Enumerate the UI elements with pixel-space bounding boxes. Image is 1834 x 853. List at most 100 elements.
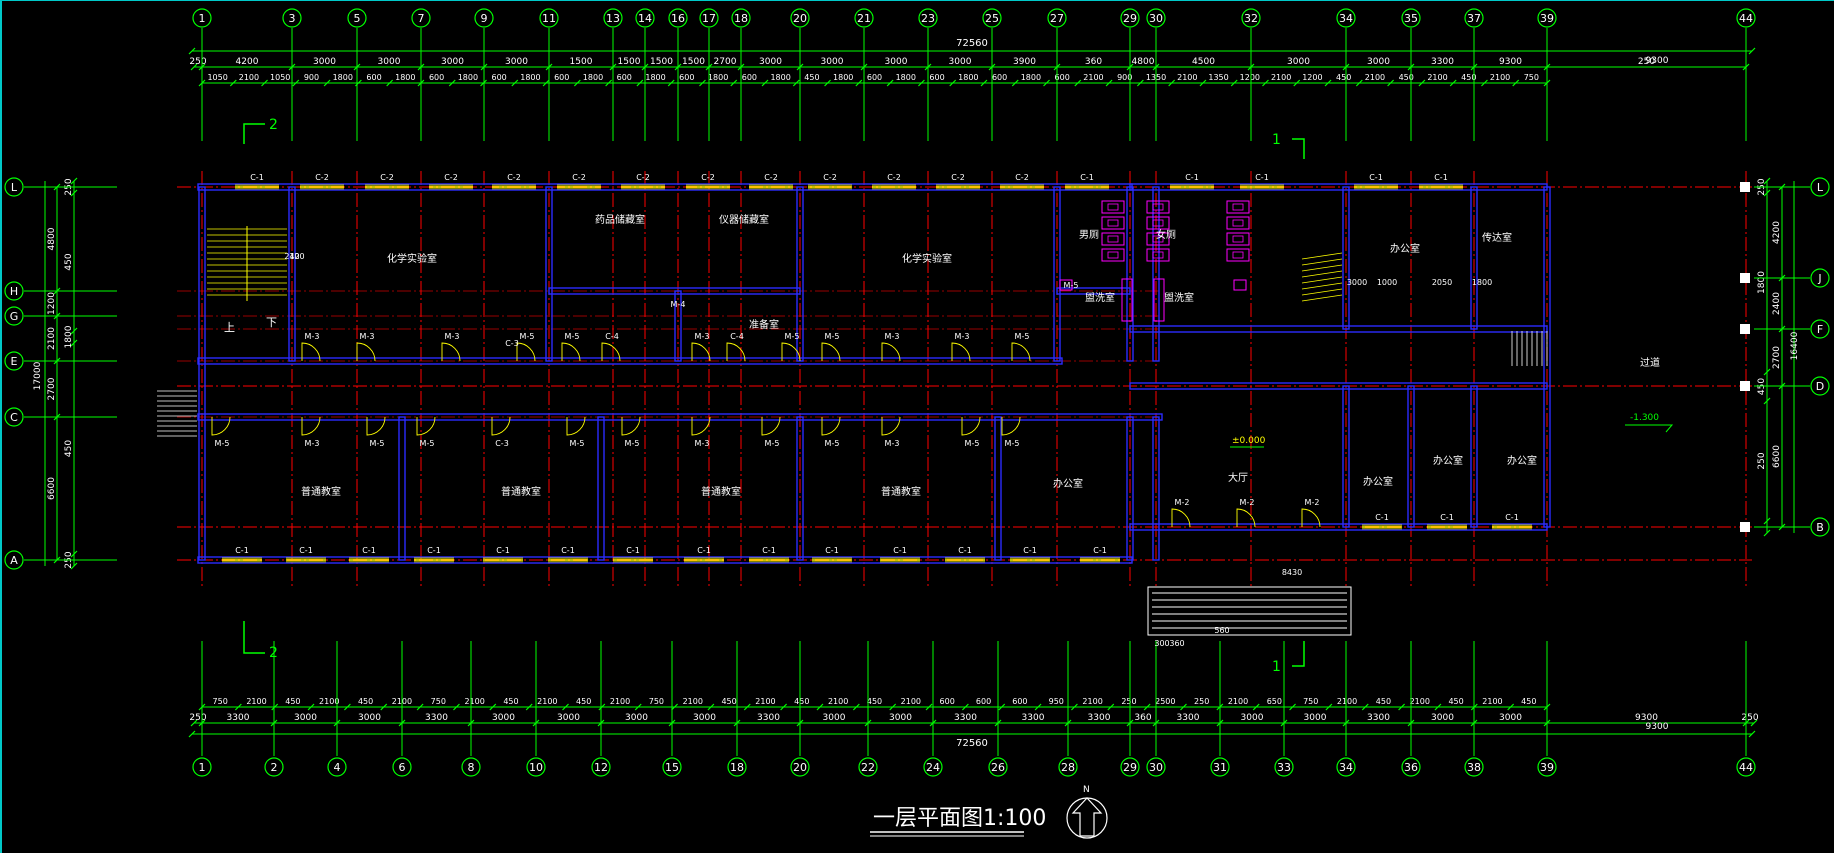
top-dim-row1-text: 3000 (378, 57, 401, 67)
bottom-dim-row2-text: 3000 (1499, 713, 1522, 723)
bottom-dim-row2-text: 3000 (1304, 713, 1327, 723)
bottom-dim-row1-text: 2100 (683, 697, 703, 706)
window-label: C-1 (496, 546, 510, 555)
top-dim-row2-tick (1262, 79, 1269, 87)
top-dim-row2-text: 1350 (1208, 73, 1228, 82)
window-label: C-2 (444, 173, 458, 182)
stair-tread (1301, 270, 1343, 278)
axis-bubble-bottom (192, 757, 212, 777)
bottom-dim-row1-tick (307, 703, 315, 711)
bottom-dim-row1-tick (1071, 703, 1078, 711)
door-swing (301, 416, 321, 436)
axis-label-top: 9 (481, 12, 488, 25)
door-swing (211, 416, 231, 436)
stair-tread (1301, 276, 1343, 284)
wall-segment-h (197, 413, 1163, 421)
window-label: C-1 (1255, 173, 1269, 182)
door-swing (691, 342, 711, 362)
wall-segment-v (1126, 186, 1134, 362)
right-end-dim-bottom: 9300 (1646, 722, 1669, 732)
top-dim-row2-tick (1355, 79, 1363, 87)
wall-segment-h (1129, 325, 1548, 333)
top-dim-row2-text: 600 (679, 73, 694, 82)
axis-label-right: L (1817, 181, 1824, 194)
door-label: M-3 (955, 332, 970, 341)
room-label-office-n1: 办公室 (1390, 242, 1420, 255)
top-dim-row2-text: 450 (1461, 73, 1476, 82)
room-label-instrument-store: 仪器储藏室 (719, 213, 769, 226)
toilet-fixture (1152, 219, 1164, 227)
top-dim-row1-text: 4500 (1192, 57, 1215, 67)
bottom-dim-row1-text: 450 (503, 697, 518, 706)
bottom-dim-row1-text: 2100 (246, 697, 266, 706)
bottom-dim-row1-text: 2100 (464, 697, 484, 706)
top-dim-row2-text: 600 (992, 73, 1007, 82)
misc-label: 3000 (1347, 278, 1367, 287)
bottom-dim-row1-tick (1289, 703, 1296, 711)
axis-bubble-top (411, 8, 431, 28)
wall-segment-v (597, 416, 605, 561)
bottom-dim-row1-tick (816, 703, 824, 711)
room-label-prep-room: 准备室 (749, 318, 779, 331)
axis-bubble-bottom (327, 757, 347, 777)
top-dim-row2-text: 1800 (520, 73, 540, 82)
door-swing (566, 416, 586, 436)
stair-tread (1301, 294, 1343, 302)
door-swing (356, 342, 376, 362)
axis-label-top: 14 (638, 12, 652, 25)
section-mark-2-top-label: 2 (269, 117, 278, 133)
wall-segment-v (1470, 186, 1478, 330)
axis-bubble-right (1810, 376, 1830, 396)
door-label: M-2 (1305, 498, 1320, 507)
left-sub-dim-tick (70, 327, 78, 335)
axis-bubble-bottom (988, 757, 1008, 777)
top-dim-row2-tick (573, 79, 581, 87)
room-label-office-s2: 办公室 (1363, 475, 1393, 488)
misc-label: 8430 (1282, 568, 1302, 577)
toilet-stall (1226, 248, 1250, 262)
bottom-dim-row1-text: 750 (649, 697, 664, 706)
window-label: C-2 (507, 173, 521, 182)
window-label: C-2 (380, 173, 394, 182)
top-dim-row2-tick (1293, 79, 1301, 87)
bottom-dim-row1-tick (562, 703, 569, 711)
wall-segment-v (1342, 385, 1350, 528)
top-dim-row2-tick (886, 79, 894, 87)
axis-bubble-left (4, 177, 24, 197)
window-label: C-2 (636, 173, 650, 182)
door-label: C-4 (605, 332, 619, 341)
bottom-dim-row1-text: 450 (285, 697, 300, 706)
window-label: C-1 (1093, 546, 1107, 555)
axis-label-bottom: 29 (1123, 761, 1137, 774)
left-sub-dim-text: 1800 (64, 325, 74, 348)
axis-bubble-bottom (727, 757, 747, 777)
top-dim-row2-tick (1324, 79, 1332, 87)
door-swing (601, 342, 621, 362)
window-label: C-2 (572, 173, 586, 182)
door-label: M-5 (825, 332, 840, 341)
axis-label-bottom: 30 (1149, 761, 1163, 774)
bottom-dim-row1-text: 2100 (1082, 697, 1102, 706)
bottom-dim-row1-text: 250 (1194, 697, 1209, 706)
axis-label-top: 25 (985, 12, 999, 25)
window-label: C-2 (1015, 173, 1029, 182)
bottom-dim-row1-tick (925, 703, 933, 711)
top-dim-row2-tick (1387, 79, 1395, 87)
axis-label-top: 21 (857, 12, 871, 25)
axis-bubble-top (1736, 8, 1756, 28)
top-dim-row2-tick (323, 79, 331, 87)
axis-bubble-bottom (1537, 757, 1557, 777)
window-label: C-1 (825, 546, 839, 555)
room-label-wash-room-1: 盥洗室 (1085, 291, 1115, 304)
top-dim-row2-tick (1418, 79, 1426, 87)
door-label: M-3 (445, 332, 460, 341)
urinal (1153, 278, 1165, 322)
axis-bubble-bottom (1120, 757, 1140, 777)
door-swing (366, 416, 386, 436)
axis-label-right: B (1816, 521, 1824, 534)
top-dim-row1-text: 1500 (618, 57, 641, 67)
right-dim-text: 2700 (1772, 346, 1782, 369)
bottom-dim-row2-text: 3300 (425, 713, 448, 723)
top-dim-row2-text: 600 (742, 73, 757, 82)
axis-bubble-right (1810, 177, 1830, 197)
